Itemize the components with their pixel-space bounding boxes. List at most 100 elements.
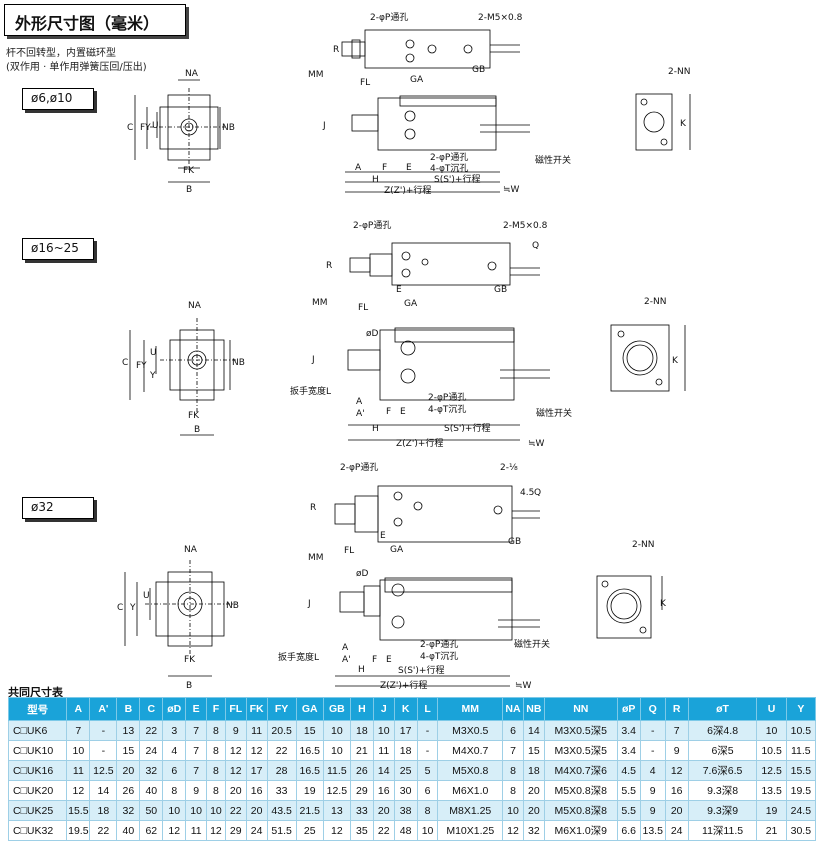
- label-w-3: ≒W: [515, 681, 532, 690]
- table-cell: 12: [502, 820, 524, 841]
- table-cell: 18: [522, 760, 545, 781]
- label-y-2: Y: [149, 371, 156, 381]
- table-header-cell: R: [664, 697, 689, 721]
- label-na-3: NA: [184, 545, 198, 555]
- table-cell: M3X0.5深5: [543, 720, 618, 741]
- end-view-small: [134, 79, 225, 183]
- model-cell: C□UK6: [7, 720, 68, 741]
- label-nn-2: 2-NN: [644, 297, 666, 307]
- label-nb: NB: [222, 123, 235, 133]
- table-caption: 共同尺寸表: [8, 686, 63, 699]
- table-cell: 8: [206, 760, 226, 781]
- table-cell: 24: [245, 820, 268, 841]
- table-cell: 3.4: [616, 720, 641, 741]
- table-cell: 22: [139, 720, 164, 741]
- side-view-small: [345, 95, 530, 193]
- table-cell: 29: [349, 780, 374, 801]
- table-header-cell: GB: [322, 697, 351, 721]
- label-fl-2: FL: [358, 303, 368, 313]
- table-cell: 24.5: [785, 800, 817, 821]
- table-cell: -: [639, 740, 666, 761]
- label-h: H: [372, 175, 379, 185]
- table-cell: 16: [372, 780, 395, 801]
- label-b: B: [186, 185, 192, 195]
- label-k-2: K: [672, 356, 679, 366]
- table-cell: 40: [139, 780, 164, 801]
- table-cell: M4X0.7深6: [543, 760, 618, 781]
- end-view-medium: [129, 318, 236, 436]
- label-fy-2: FY: [136, 361, 147, 371]
- label-h-2: H: [372, 424, 379, 434]
- table-cell: 3: [162, 720, 187, 741]
- table-cell: 18: [393, 740, 418, 761]
- size-tag-6-10: ø6,ø10: [22, 88, 94, 110]
- table-cell: 30.5: [785, 820, 817, 841]
- label-p-hole-side-3: 2-φP通孔: [420, 639, 458, 650]
- table-cell: 3.4: [616, 740, 641, 761]
- table-cell: 32: [139, 760, 164, 781]
- label-c-2: C: [122, 358, 128, 368]
- table-cell: 19.5: [66, 820, 91, 841]
- table-cell: 7: [502, 740, 524, 761]
- label-w-2: ≒W: [528, 439, 545, 449]
- table-cell: 18: [349, 720, 374, 741]
- table-header-cell: FY: [266, 697, 297, 721]
- table-cell: M4X0.7: [437, 740, 504, 761]
- label-fy: FY: [140, 123, 151, 133]
- label-t-counter-2: 4-φT沉孔: [428, 404, 466, 415]
- table-cell: 10: [502, 800, 524, 821]
- table-cell: 32: [116, 800, 141, 821]
- label-ga-3: GA: [390, 545, 404, 555]
- table-header-cell: E: [185, 697, 208, 721]
- table-cell: 14: [522, 720, 545, 741]
- table-cell: 10: [756, 720, 787, 741]
- table-cell: M6X1.0: [437, 780, 504, 801]
- table-cell: M10X1.25: [437, 820, 504, 841]
- table-cell: M5X0.8: [437, 760, 504, 781]
- label-e: E: [406, 163, 412, 173]
- table-cell: 10.5: [756, 740, 787, 761]
- table-cell: 7.6深6.5: [687, 760, 758, 781]
- table-cell: 13.5: [756, 780, 787, 801]
- model-cell: C□UK25: [7, 800, 68, 821]
- label-mm: MM: [308, 70, 324, 80]
- table-cell: 8: [162, 780, 187, 801]
- label-na-2: NA: [188, 301, 202, 311]
- table-cell: 10: [322, 720, 351, 741]
- table-cell: 35: [349, 820, 374, 841]
- label-p-hole-3: 2-φP通孔: [340, 462, 378, 473]
- label-u-2: U: [150, 348, 157, 358]
- table-cell: 15: [522, 740, 545, 761]
- table-cell: 11深11.5: [687, 820, 758, 841]
- table-cell: 10: [372, 720, 395, 741]
- table-header-cell: K: [393, 697, 418, 721]
- table-cell: 12: [664, 760, 689, 781]
- table-cell: 6: [416, 780, 439, 801]
- table-cell: 25: [393, 760, 418, 781]
- table-cell: 4.5: [616, 760, 641, 781]
- table-header-cell: NN: [543, 697, 618, 721]
- label-mm-3: MM: [308, 553, 324, 563]
- table-cell: -: [89, 720, 118, 741]
- back-view-large: [596, 575, 663, 639]
- table-cell: 43.5: [266, 800, 297, 821]
- table-cell: 9: [224, 720, 247, 741]
- table-cell: 9: [639, 800, 666, 821]
- table-cell: 26: [349, 760, 374, 781]
- label-m5-2: 2-M5×0.8: [503, 221, 548, 231]
- table-cell: 11.5: [322, 760, 351, 781]
- back-view-small: [635, 93, 691, 151]
- table-cell: 10: [185, 800, 208, 821]
- table-cell: 16: [664, 780, 689, 801]
- table-cell: 19.5: [785, 780, 817, 801]
- end-view-large: [124, 560, 236, 677]
- table-cell: 62: [139, 820, 164, 841]
- table-cell: 17: [245, 760, 268, 781]
- table-cell: 10: [162, 800, 187, 821]
- table-cell: 15: [295, 720, 324, 741]
- table-cell: -: [639, 720, 666, 741]
- table-cell: 19: [756, 800, 787, 821]
- table-cell: 16.5: [295, 760, 324, 781]
